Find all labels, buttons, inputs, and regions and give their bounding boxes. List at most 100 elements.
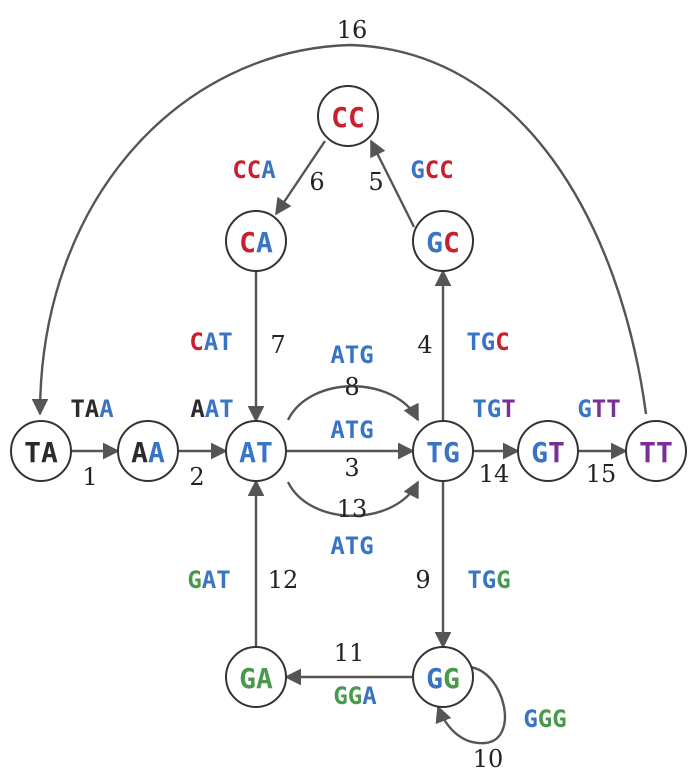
edge-1-kmer-label-char: T [70, 395, 84, 423]
edge-13-kmer-label-char: T [345, 532, 359, 560]
edge-7-number: 7 [270, 331, 285, 359]
edge-15-kmer-label: GTT [577, 395, 620, 423]
edge-11-kmer-label-char: G [348, 682, 362, 710]
node-tt-circle [625, 420, 687, 482]
edge-2-kmer-label: AAT [190, 395, 233, 423]
node-gg-label-char: G [443, 662, 460, 695]
edge-11-number: 11 [334, 639, 365, 667]
node-gg: GG [412, 646, 474, 708]
edge-7-kmer-label-char: T [218, 328, 232, 356]
edge-14-kmer-label-char: G [487, 395, 501, 423]
edge-11-kmer-label: GGA [333, 682, 377, 710]
edge-12-kmer-label-char: T [216, 566, 230, 594]
edge-11-kmer-label-char: A [362, 682, 377, 710]
node-tt-label-char: T [656, 436, 673, 469]
node-gc-label-char: G [426, 226, 443, 259]
edge-9-kmer-label-char: G [496, 566, 510, 594]
edge-8-arrow [286, 385, 420, 422]
edge-12-kmer-label-char: A [202, 566, 217, 594]
edge-14-kmer-label-char: T [501, 395, 515, 423]
edge-10-kmer-label-char: G [552, 705, 566, 733]
edge-5-kmer-label-char: C [439, 156, 453, 184]
node-ca-circle [225, 210, 287, 272]
node-gg-circle [412, 646, 474, 708]
edge-1-number: 1 [82, 463, 97, 491]
edge-15-kmer-label-char: T [606, 395, 620, 423]
edge-4-number: 4 [417, 331, 432, 359]
node-ga-label-char: A [256, 662, 273, 695]
node-gt-label-char: G [531, 436, 548, 469]
node-ca-label: CA [239, 226, 273, 259]
edges-layer [31, 43, 648, 745]
edge-2-kmer-label-char: A [205, 395, 220, 423]
edge-4-kmer-label-char: T [466, 328, 480, 356]
node-aa: AA [117, 420, 179, 482]
edge-8-kmer-label-char: A [330, 341, 345, 369]
edge-5-number: 5 [368, 168, 383, 196]
node-at-label: AT [239, 436, 273, 469]
edge-6-kmer-label: CCA [232, 156, 276, 184]
node-gc-label: GC [426, 226, 460, 259]
node-aa-label-char: A [131, 436, 148, 469]
edge-8-kmer-label-char: G [359, 341, 373, 369]
edge-9-kmer-label: TGG [467, 566, 510, 594]
edge-4-kmer-label-char: G [481, 328, 495, 356]
edge-12-number: 12 [268, 566, 299, 594]
edge-6-number: 6 [309, 168, 324, 196]
node-cc-label: CC [331, 101, 365, 134]
node-ta-label-char: A [41, 436, 58, 469]
edge-10-kmer-label-char: G [523, 705, 537, 733]
node-gg-label-char: G [426, 662, 443, 695]
edge-16-arrow [31, 43, 648, 416]
edge-5-kmer-label: GCC [410, 156, 453, 184]
node-gt-label-char: T [548, 436, 565, 469]
node-ga: GA [225, 646, 287, 708]
edge-10-arrow [435, 665, 507, 745]
edge-7-kmer-label-char: A [204, 328, 219, 356]
node-tt: TT [625, 420, 687, 482]
node-aa-label-char: A [148, 436, 165, 469]
node-gt-label: GT [531, 436, 565, 469]
node-ca-label-char: A [256, 226, 273, 259]
node-ga-circle [225, 646, 287, 708]
edge-9-kmer-label-char: T [467, 566, 481, 594]
edge-14-number: 14 [479, 460, 510, 488]
node-tt-label: TT [639, 436, 673, 469]
edge-13-arrow [286, 480, 420, 517]
node-ta-circle [10, 420, 72, 482]
edge-3-kmer-label-char: G [359, 416, 373, 444]
edge-5-arrow [369, 139, 416, 228]
edge-15-kmer-label-char: G [577, 395, 591, 423]
edge-8-kmer-label: ATG [330, 341, 373, 369]
node-ga-label-char: G [239, 662, 256, 695]
node-cc-label-char: C [348, 101, 365, 134]
node-cc-circle [317, 85, 379, 147]
node-tg-label-char: T [426, 436, 443, 469]
node-aa-circle [117, 420, 179, 482]
node-tg-label: TG [426, 436, 460, 469]
edge-2-kmer-label-char: T [219, 395, 233, 423]
edge-10-kmer-label: GGG [523, 705, 566, 733]
edge-14-kmer-label: TGT [472, 395, 515, 423]
edge-3-number: 3 [344, 454, 359, 482]
edge-4-kmer-label-char: C [495, 328, 509, 356]
node-at: AT [225, 420, 287, 482]
edge-15-kmer-label-char: T [592, 395, 606, 423]
node-aa-label: AA [131, 436, 165, 469]
edge-13-kmer-label: ATG [330, 532, 373, 560]
edge-8-number: 8 [344, 373, 359, 401]
node-gg-label: GG [426, 662, 460, 695]
edge-12-kmer-label-char: G [187, 566, 201, 594]
edge-3-kmer-label-char: A [330, 416, 345, 444]
edge-7-kmer-label: CAT [189, 328, 232, 356]
edge-11-kmer-label-char: G [333, 682, 347, 710]
edge-9-number: 9 [415, 566, 430, 594]
edge-10-number: 10 [473, 745, 504, 773]
edge-1-kmer-label-char: A [99, 395, 114, 423]
edge-8-kmer-label-char: T [345, 341, 359, 369]
edge-13-kmer-label-char: A [330, 532, 345, 560]
